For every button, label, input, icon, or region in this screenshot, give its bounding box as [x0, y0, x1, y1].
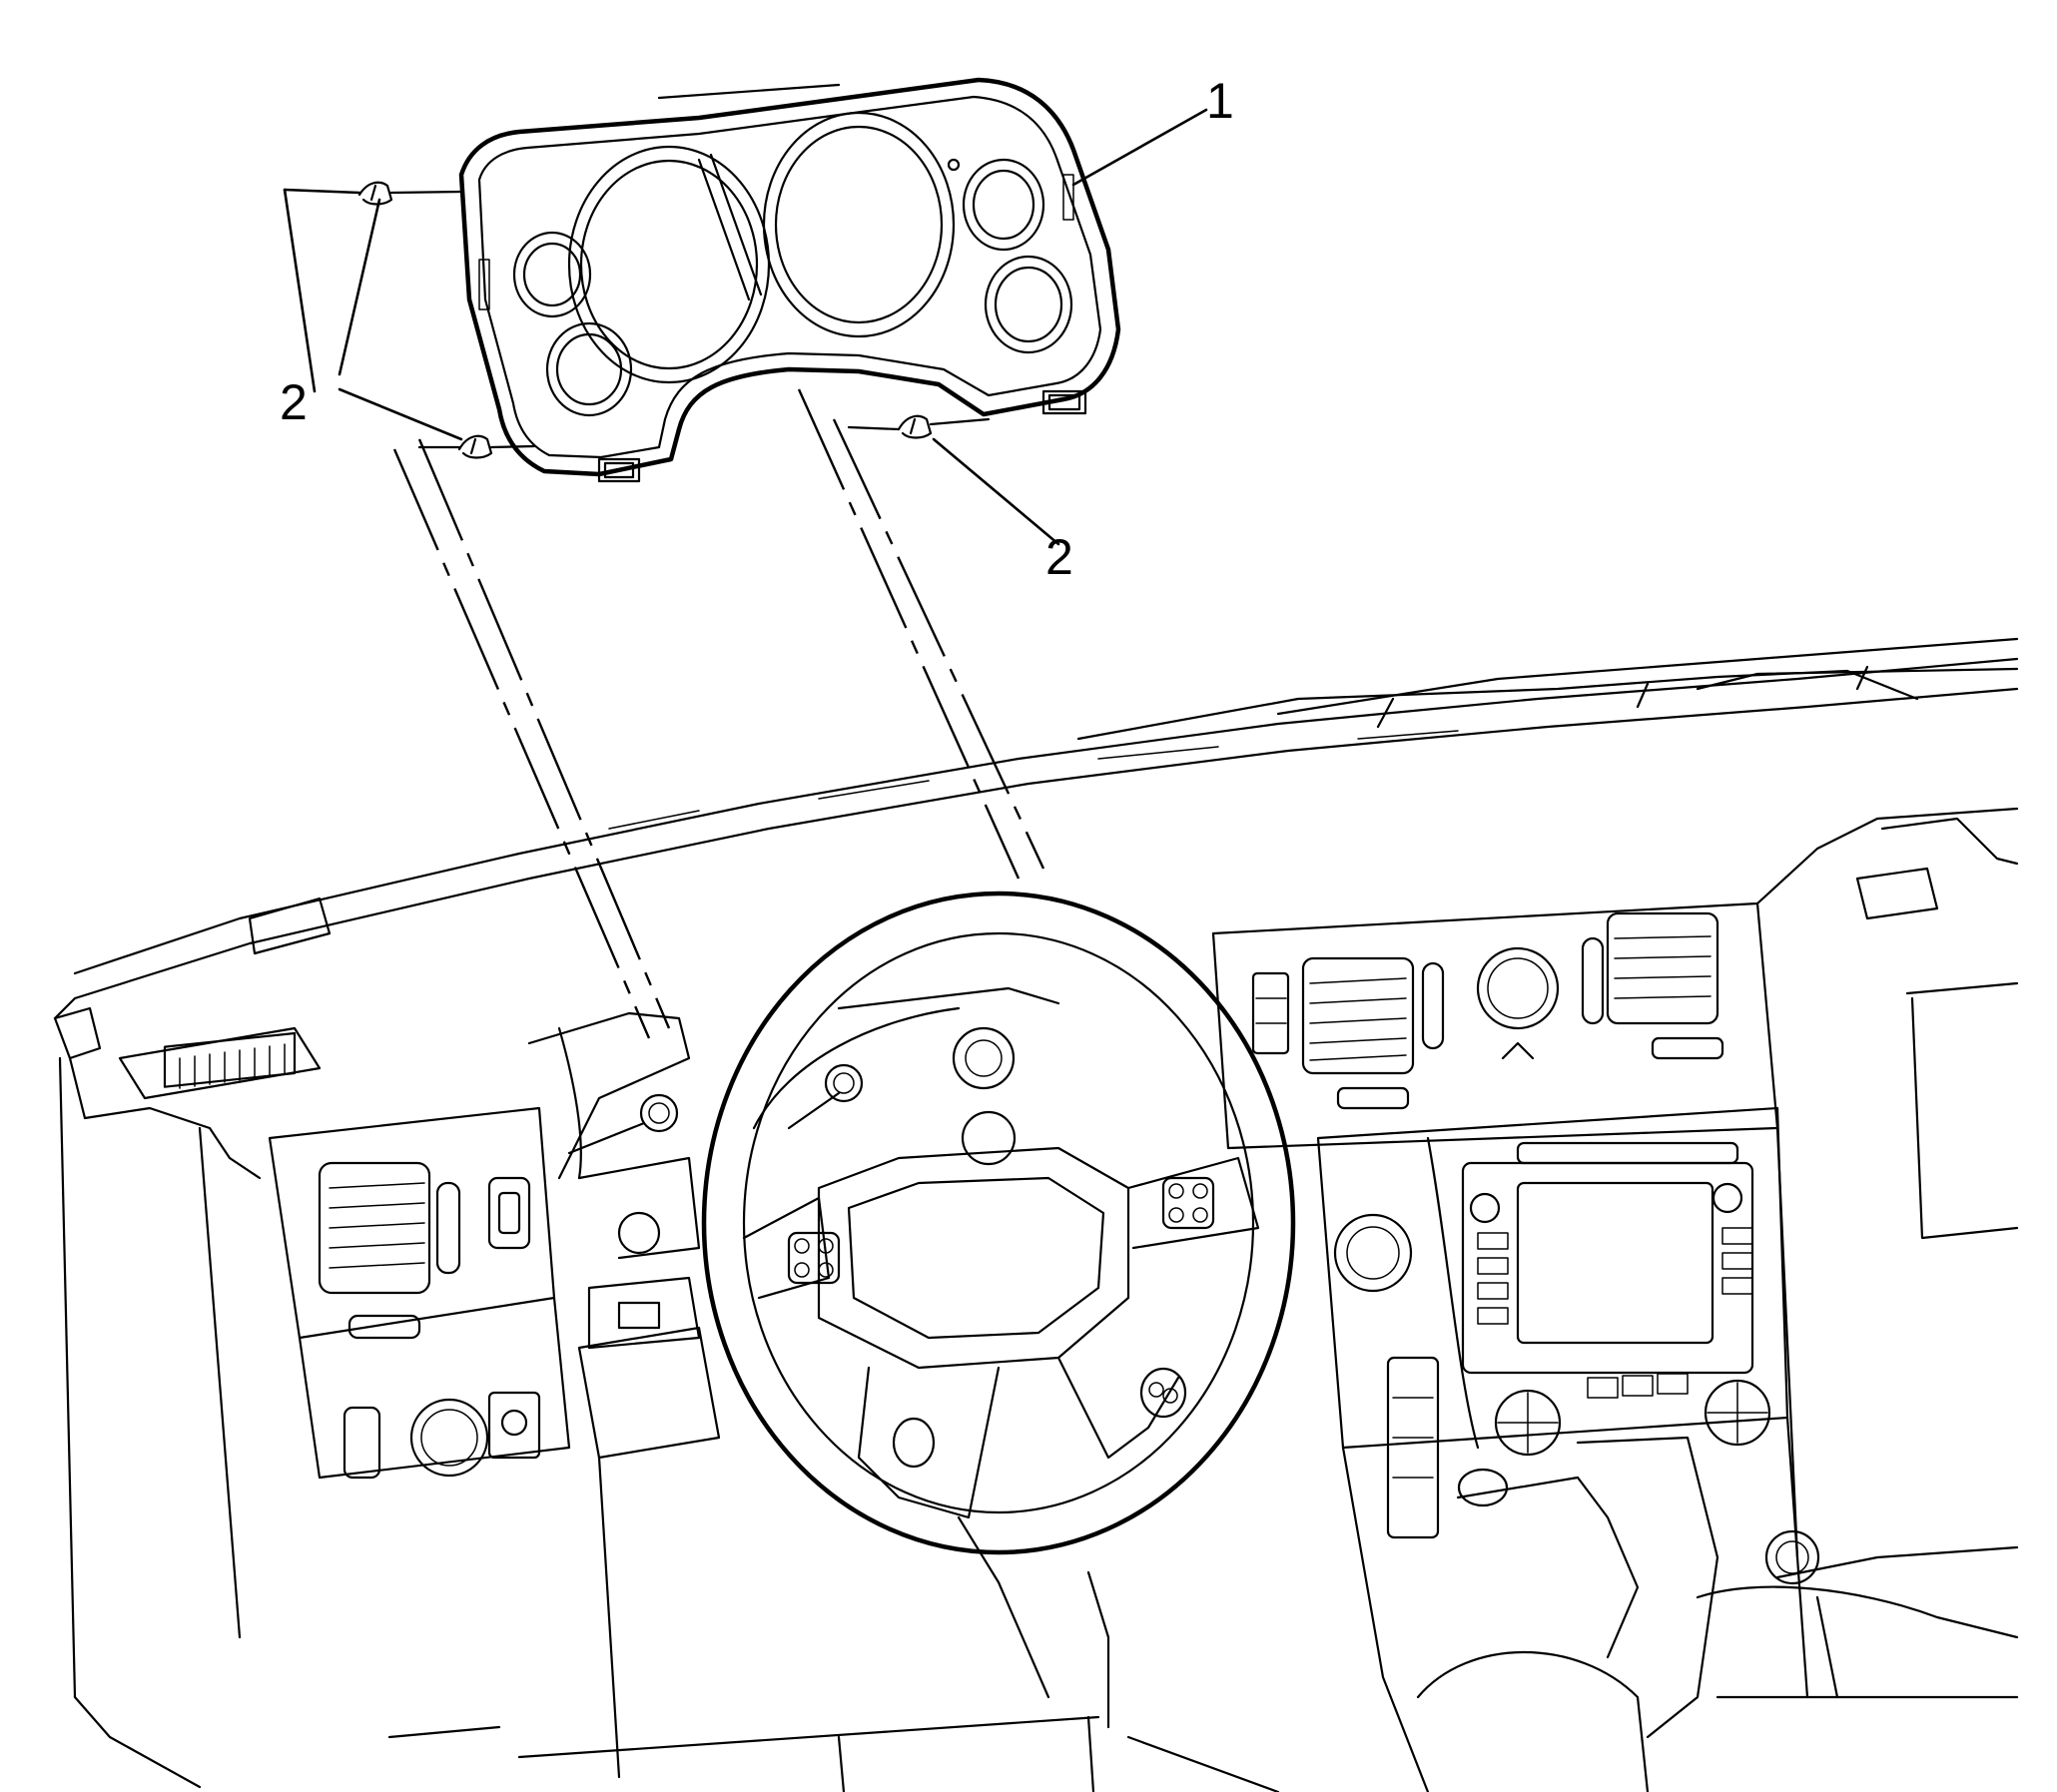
steering-wheel	[701, 891, 1296, 1729]
clip-lower-left	[417, 434, 536, 459]
alignment-lines	[392, 388, 1045, 1039]
retaining-clips	[357, 181, 991, 459]
dashboard-assembly	[53, 637, 2019, 1792]
callout-leaders	[283, 108, 1208, 546]
cluster-trim-bezel	[458, 77, 1121, 483]
callout-2-left-label: 2	[280, 374, 308, 430]
callout-1-label: 1	[1206, 73, 1234, 129]
center-stack	[1211, 901, 2019, 1792]
clip-upper-left	[357, 181, 463, 206]
callout-2-right-label: 2	[1045, 529, 1073, 585]
clip-right	[847, 414, 991, 439]
